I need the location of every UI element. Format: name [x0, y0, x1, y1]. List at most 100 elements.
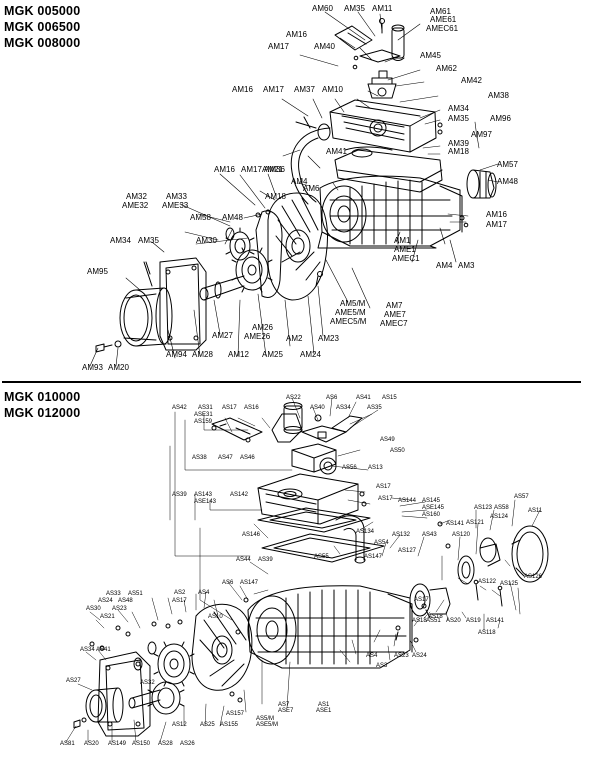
part-label: AS48: [118, 598, 133, 604]
part-label: ASE1: [316, 708, 332, 714]
part-label: AS39: [258, 557, 273, 563]
part-label: AME5/M: [335, 308, 366, 317]
part-label: AS3: [376, 663, 388, 669]
part-label: AM1: [394, 236, 411, 245]
section-divider: [2, 381, 581, 383]
part-label: AM95: [87, 267, 108, 276]
part-label: AS39: [172, 492, 187, 498]
part-label: AM16: [232, 85, 253, 94]
part-label: AS122: [478, 579, 497, 585]
part-label: AS141: [486, 618, 505, 624]
part-label: AM93: [82, 363, 103, 372]
part-label: AM96: [490, 114, 511, 123]
part-label: AS160: [422, 512, 441, 518]
model-heading: MGK 006500: [4, 20, 81, 34]
part-label: AS18: [428, 614, 443, 620]
part-label: AS149: [108, 741, 127, 747]
part-label: AME33: [162, 201, 189, 210]
part-label: AS141: [446, 521, 465, 527]
part-label: AS50: [390, 448, 405, 454]
part-label: AS17: [172, 598, 187, 604]
part-label: AME1: [394, 245, 416, 254]
part-label: AM35: [344, 4, 365, 13]
part-label: AM41: [326, 147, 347, 156]
part-label: AM2: [286, 334, 303, 343]
part-label: AM38: [488, 91, 509, 100]
part-label: AME7: [384, 310, 406, 319]
part-label: AS134: [356, 529, 375, 535]
part-label: AS33: [106, 591, 121, 597]
part-label: AS57: [514, 494, 529, 500]
part-label: AS22: [286, 395, 301, 401]
part-label: AM60: [312, 4, 333, 13]
part-label: AS10: [208, 614, 223, 620]
part-label: AM62: [436, 64, 457, 73]
part-label: AS126: [524, 574, 543, 580]
part-label: AS6: [326, 395, 338, 401]
part-label: AM37: [294, 85, 315, 94]
part-label: AS143: [194, 492, 213, 498]
part-label: AS20: [446, 618, 461, 624]
top-exploded-drawing: [89, 11, 499, 367]
part-label: AS41: [356, 395, 371, 401]
part-label: AM10: [322, 85, 343, 94]
part-label: AS120: [452, 532, 471, 538]
part-label: AS31: [198, 405, 213, 411]
part-label: AM4: [436, 261, 453, 270]
part-label: AM24: [300, 350, 321, 359]
part-label: AS17: [414, 597, 429, 603]
part-label: AS124: [490, 514, 509, 520]
part-label: AS24: [412, 653, 427, 659]
part-label: AM11: [372, 4, 393, 13]
part-label: AM58: [190, 213, 211, 222]
bottom-exploded-drawing: [65, 397, 549, 743]
part-label: AS11: [528, 508, 543, 514]
part-label: AS34: [80, 647, 95, 653]
part-label: AS147: [364, 554, 383, 560]
part-label: AM39: [448, 139, 469, 148]
part-label: AS2: [174, 590, 186, 596]
model-heading: MGK 010000: [4, 390, 81, 404]
part-label: AM17: [268, 42, 289, 51]
part-label: AS32: [140, 680, 155, 686]
part-label: AS157: [226, 711, 245, 717]
part-label: AS1: [318, 702, 330, 708]
part-label: AMEC5/M: [330, 317, 367, 326]
part-label: AM12: [228, 350, 249, 359]
part-label: AM7: [386, 301, 403, 310]
part-label: AM20: [108, 363, 129, 372]
part-label: AS12: [172, 722, 187, 728]
part-label: AS118: [478, 630, 496, 636]
part-label: AS7: [278, 702, 290, 708]
part-label: AM61: [430, 7, 451, 16]
part-label: AS41: [96, 647, 111, 653]
part-label: AS54: [374, 540, 389, 546]
part-label: AS6: [222, 580, 234, 586]
model-heading: MGK 005000: [4, 4, 81, 18]
part-label: AM25: [262, 350, 283, 359]
part-label: ASE143: [194, 499, 217, 505]
part-label: AM97: [471, 130, 492, 139]
part-label: AS56: [342, 465, 357, 471]
part-label: AM30: [196, 236, 217, 245]
part-label: AS125: [500, 581, 519, 587]
part-label: AM34: [448, 104, 469, 113]
part-label: AS155: [220, 722, 239, 728]
part-label: AS35: [367, 405, 382, 411]
part-label: AM18: [448, 147, 469, 156]
part-label: AM45: [420, 51, 441, 60]
part-label: AM4: [291, 177, 308, 186]
part-label: AS21: [100, 614, 115, 620]
part-label: AS55: [314, 554, 329, 560]
part-label: AS23: [112, 606, 127, 612]
part-label: AS42: [172, 405, 187, 411]
part-label: AS121: [466, 520, 485, 526]
part-label: AS26: [180, 741, 195, 747]
part-label: AM28: [192, 350, 213, 359]
part-label: AS147: [240, 580, 259, 586]
part-label: AS17: [376, 484, 391, 490]
part-label: AMEC61: [426, 24, 459, 33]
part-label: AM23: [318, 334, 339, 343]
